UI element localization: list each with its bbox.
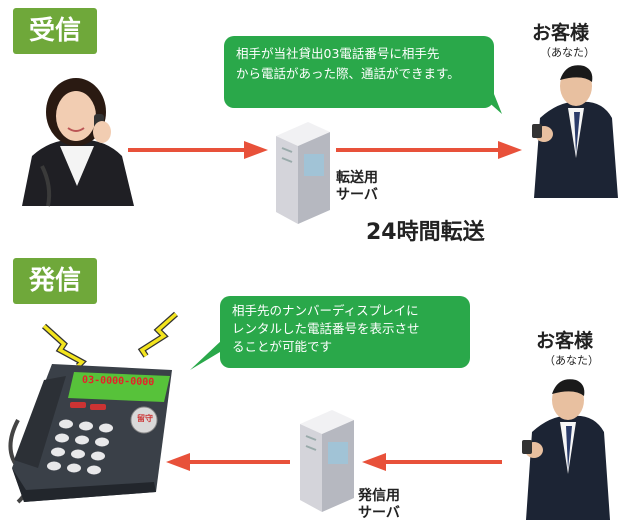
send-bubble: 相手先のナンバーディスプレイに レンタルした電話番号を表示させ ることが可能です bbox=[220, 296, 470, 368]
forwarding-server-label: 転送用 サーバ bbox=[336, 170, 378, 204]
receive-bubble-line1: 相手が当社貸出03電話番号に相手先 bbox=[236, 46, 440, 61]
outgoing-server-line2: サーバ bbox=[358, 505, 400, 521]
forwarding-server-line2: サーバ bbox=[336, 187, 378, 203]
send-customer-title: お客様 bbox=[536, 330, 594, 352]
send-section-label: 発信 bbox=[13, 258, 97, 304]
forwarding-24h-text: 24時間転送 bbox=[366, 220, 485, 245]
desk-phone-image bbox=[8, 364, 172, 504]
send-customer-sub: （あなた） bbox=[544, 354, 599, 367]
send-bubble-line2: レンタルした電話番号を表示させ bbox=[232, 321, 420, 336]
send-arrow-1 bbox=[166, 453, 290, 471]
send-bubble-line1: 相手先のナンバーディスプレイに bbox=[232, 303, 419, 318]
receive-bubble: 相手が当社貸出03電話番号に相手先 から電話があった際、通話ができます。 bbox=[224, 36, 494, 108]
receive-customer-sub: （あなた） bbox=[540, 46, 595, 59]
receive-arrow-1 bbox=[128, 141, 268, 159]
forwarding-server-icon bbox=[276, 122, 330, 224]
receive-customer-title: お客様 bbox=[532, 22, 590, 44]
ringing-bolt-right-icon bbox=[137, 311, 178, 358]
receive-arrow-2 bbox=[336, 141, 522, 159]
outgoing-server-label: 発信用 サーバ bbox=[358, 488, 400, 522]
outgoing-server-line1: 発信用 bbox=[358, 488, 400, 504]
phone-button-label: 留守 bbox=[137, 414, 153, 423]
forwarding-server-line1: 転送用 bbox=[336, 170, 378, 186]
receive-section-label: 受信 bbox=[13, 8, 97, 54]
caller-woman-image bbox=[22, 78, 134, 207]
send-arrow-2 bbox=[362, 453, 502, 471]
outgoing-server-icon bbox=[300, 410, 354, 512]
send-bubble-line3: ることが可能です bbox=[232, 339, 333, 354]
customer-man-image-receive bbox=[532, 65, 618, 198]
customer-man-image-send bbox=[522, 379, 610, 520]
receive-bubble-line2: から電話があった際、通話ができます。 bbox=[236, 66, 460, 81]
ringing-bolt-left-icon bbox=[41, 323, 87, 369]
